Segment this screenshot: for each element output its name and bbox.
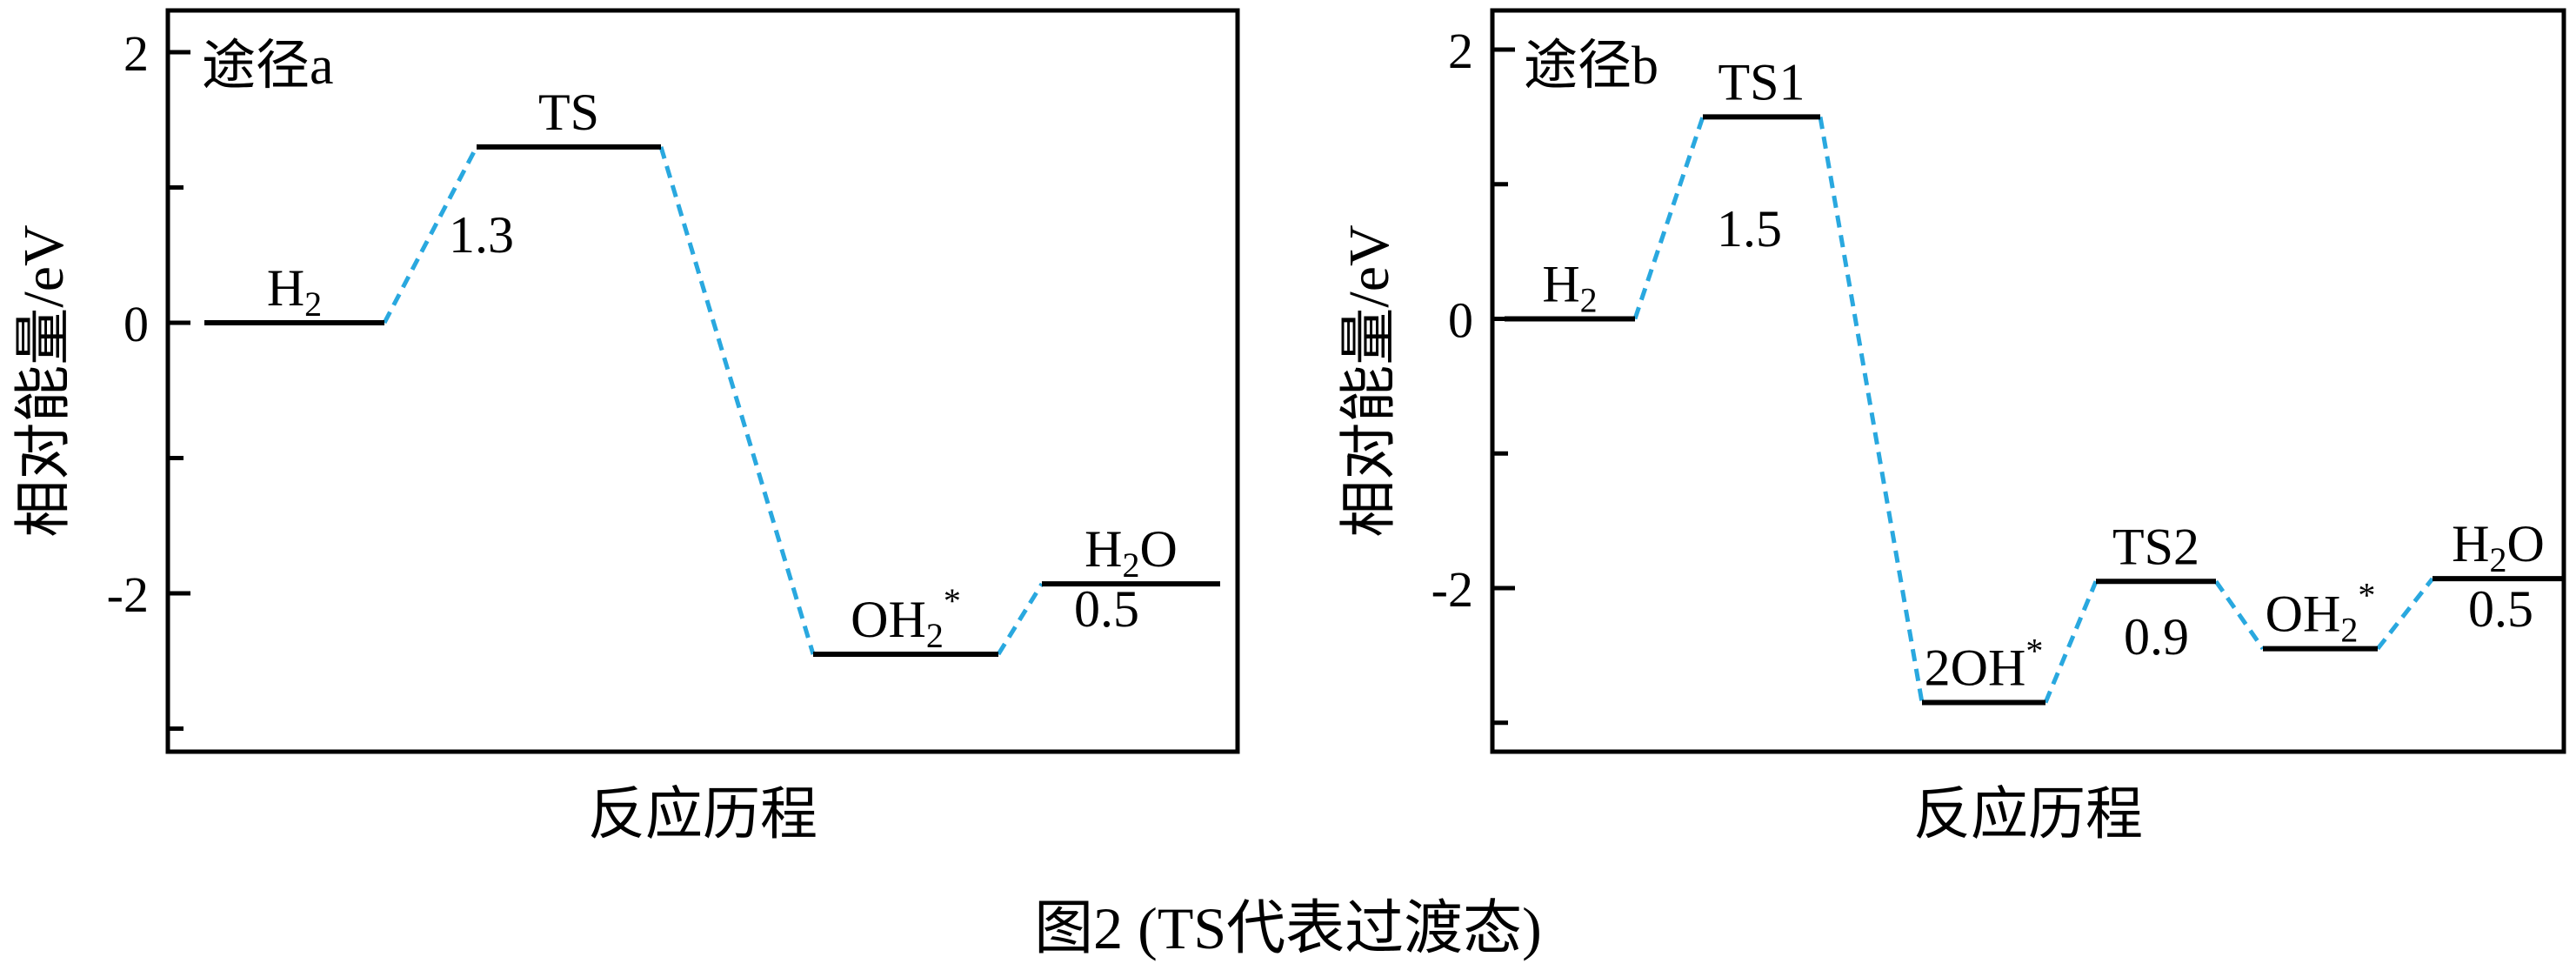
barrier-label: 0.5 — [1074, 580, 1139, 638]
species-label: OH2* — [2266, 576, 2376, 650]
level-connector — [996, 582, 1044, 656]
species-label: H2O — [1084, 520, 1178, 585]
species-label: TS — [538, 84, 599, 141]
species-label: TS1 — [1718, 53, 1805, 110]
barrier-label: 1.5 — [1717, 200, 1782, 258]
level-connector — [1818, 116, 1925, 703]
level-connector — [658, 146, 816, 655]
level-connector — [2213, 579, 2266, 651]
y-tick-label: -2 — [107, 566, 149, 623]
level-connector — [382, 145, 479, 325]
figure-caption: 图2 (TS代表过渡态) — [1034, 895, 1542, 961]
panel-b-frame — [1490, 8, 2566, 754]
species-label: 2OH* — [1925, 632, 2044, 697]
barrier-label: 1.3 — [449, 206, 514, 264]
panel-pathway-b: 途径b 反应历程 相对能量/eV 20-2 H2TS12OH*TS2OH2*H2… — [1338, 8, 2566, 847]
y-tick-label: 2 — [123, 25, 149, 82]
panel-a-ylabel: 相对能量/eV — [12, 224, 76, 537]
panel-a-tag: 途径a — [202, 37, 334, 96]
y-tick-label: 0 — [1448, 292, 1473, 349]
species-label: H2O — [2452, 515, 2545, 579]
panel-b-y-axis: 2 0 -2 — [1431, 23, 1515, 726]
species-label: H2 — [1542, 256, 1597, 320]
species-label: OH2* — [851, 581, 961, 655]
y-tick-label: -2 — [1431, 561, 1473, 618]
panel-a-xlabel: 反应历程 — [588, 783, 818, 847]
panel-a-frame — [165, 8, 1240, 754]
level-connector — [1632, 116, 1705, 320]
panel-a-y-axis: 2 0 -2 — [107, 25, 190, 731]
level-connector — [2043, 580, 2099, 704]
species-label: H2 — [267, 259, 322, 324]
species-label: TS2 — [2112, 518, 2199, 575]
panel-b-ylabel: 相对能量/eV — [1338, 224, 1401, 537]
barrier-label: 0.9 — [2124, 608, 2189, 666]
panel-b-tag: 途径b — [1524, 37, 1658, 96]
y-tick-label: 2 — [1448, 23, 1473, 79]
y-tick-label: 0 — [123, 296, 149, 352]
panel-b-xlabel: 反应历程 — [1913, 783, 2143, 847]
panel-pathway-a: 途径a 反应历程 相对能量/eV 2 0 -2 H2 TS OH2* H2O 1.3 0.5 — [12, 8, 1240, 847]
barrier-label: 0.5 — [2468, 580, 2533, 638]
level-connector — [2376, 577, 2434, 651]
panel-a-energy-levels: H2 TS OH2* H2O 1.3 0.5 — [204, 84, 1220, 657]
